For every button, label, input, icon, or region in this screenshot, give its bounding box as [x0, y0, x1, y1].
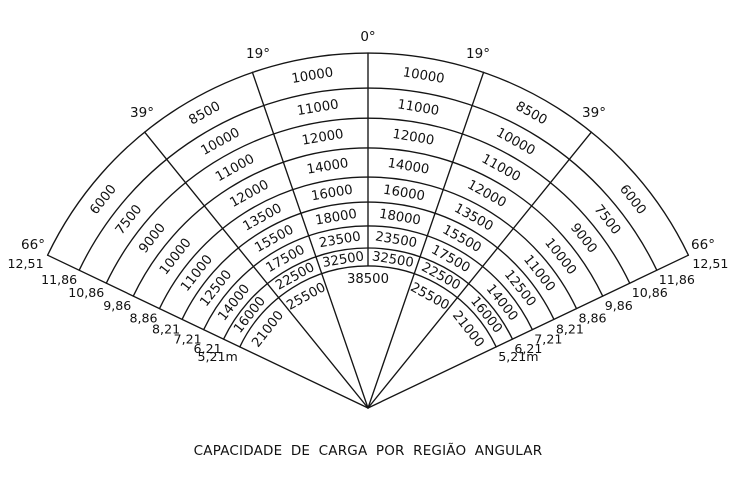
capacity-value: 32500	[371, 249, 415, 271]
angle-label: 19°	[466, 46, 490, 62]
radius-label: 12,51	[692, 256, 728, 271]
radius-label: 6,21	[194, 341, 222, 356]
radius-label: 8,21	[556, 321, 584, 336]
capacity-value: 11000	[479, 152, 523, 185]
sector-line	[46, 254, 369, 409]
radius-label: 11,86	[659, 272, 695, 287]
radius-label: 5,21m	[197, 349, 237, 364]
angle-label: 66°	[691, 237, 715, 253]
radius-label: 7,21	[534, 332, 562, 347]
angle-label: 66°	[21, 237, 45, 253]
capacity-value: 18000	[314, 207, 358, 229]
radius-label: 11,86	[41, 272, 77, 287]
capacity-value: 16000	[310, 183, 354, 205]
capacity-value: 16000	[382, 183, 426, 205]
capacity-value: 23500	[318, 229, 362, 251]
angle-label: 19°	[246, 46, 270, 62]
capacity-value: 10000	[199, 125, 243, 158]
radius-label: 8,86	[579, 311, 607, 326]
capacity-value: 8500	[187, 99, 224, 128]
capacity-value: 18000	[378, 207, 422, 229]
radius-label: 6,21	[514, 341, 542, 356]
capacity-value: 23500	[374, 229, 418, 251]
chart-title: CAPACIDADE DE CARGA POR REGIÃO ANGULAR	[194, 442, 543, 459]
capacity-value: 14000	[306, 156, 350, 178]
angle-labels: 0° 19° 19° 39° 39° 66° 66°	[21, 29, 715, 253]
capacity-value: 12000	[228, 177, 272, 210]
capacity-value: 12000	[301, 127, 345, 149]
capacity-value: 11000	[396, 97, 440, 119]
capacity-value: 10000	[291, 65, 335, 87]
sector-line	[143, 131, 369, 409]
radius-label: 10,86	[632, 285, 668, 300]
angle-label: 39°	[582, 105, 606, 121]
sector-lines	[46, 52, 690, 409]
radius-label: 9,86	[103, 298, 131, 313]
radius-label: 7,21	[174, 332, 202, 347]
capacity-value: 14000	[386, 156, 430, 178]
angle-label: 0°	[360, 29, 375, 45]
capacity-value: 12000	[465, 177, 509, 210]
capacity-value: 12000	[391, 127, 435, 149]
radius-label: 8,21	[152, 321, 180, 336]
radius-label: 8,86	[129, 311, 157, 326]
sector-line	[367, 131, 593, 409]
angle-label: 39°	[130, 105, 154, 121]
capacity-value: 7500	[591, 202, 624, 238]
capacity-value: 11000	[296, 97, 340, 119]
radius-label: 9,86	[605, 298, 633, 313]
radius-label: 10,86	[68, 285, 104, 300]
capacity-value: 8500	[513, 99, 550, 128]
capacity-value-max: 38500	[347, 272, 389, 287]
capacity-value: 32500	[321, 249, 365, 271]
sector-line	[367, 254, 690, 409]
capacity-value: 10000	[402, 65, 446, 87]
radius-label: 5,21m	[498, 349, 538, 364]
capacity-value: 7500	[113, 202, 146, 238]
capacity-value: 10000	[493, 125, 537, 158]
sector-line	[367, 71, 485, 409]
sector-line	[251, 71, 369, 409]
capacity-value: 11000	[213, 152, 257, 185]
radius-label: 12,51	[8, 256, 44, 271]
